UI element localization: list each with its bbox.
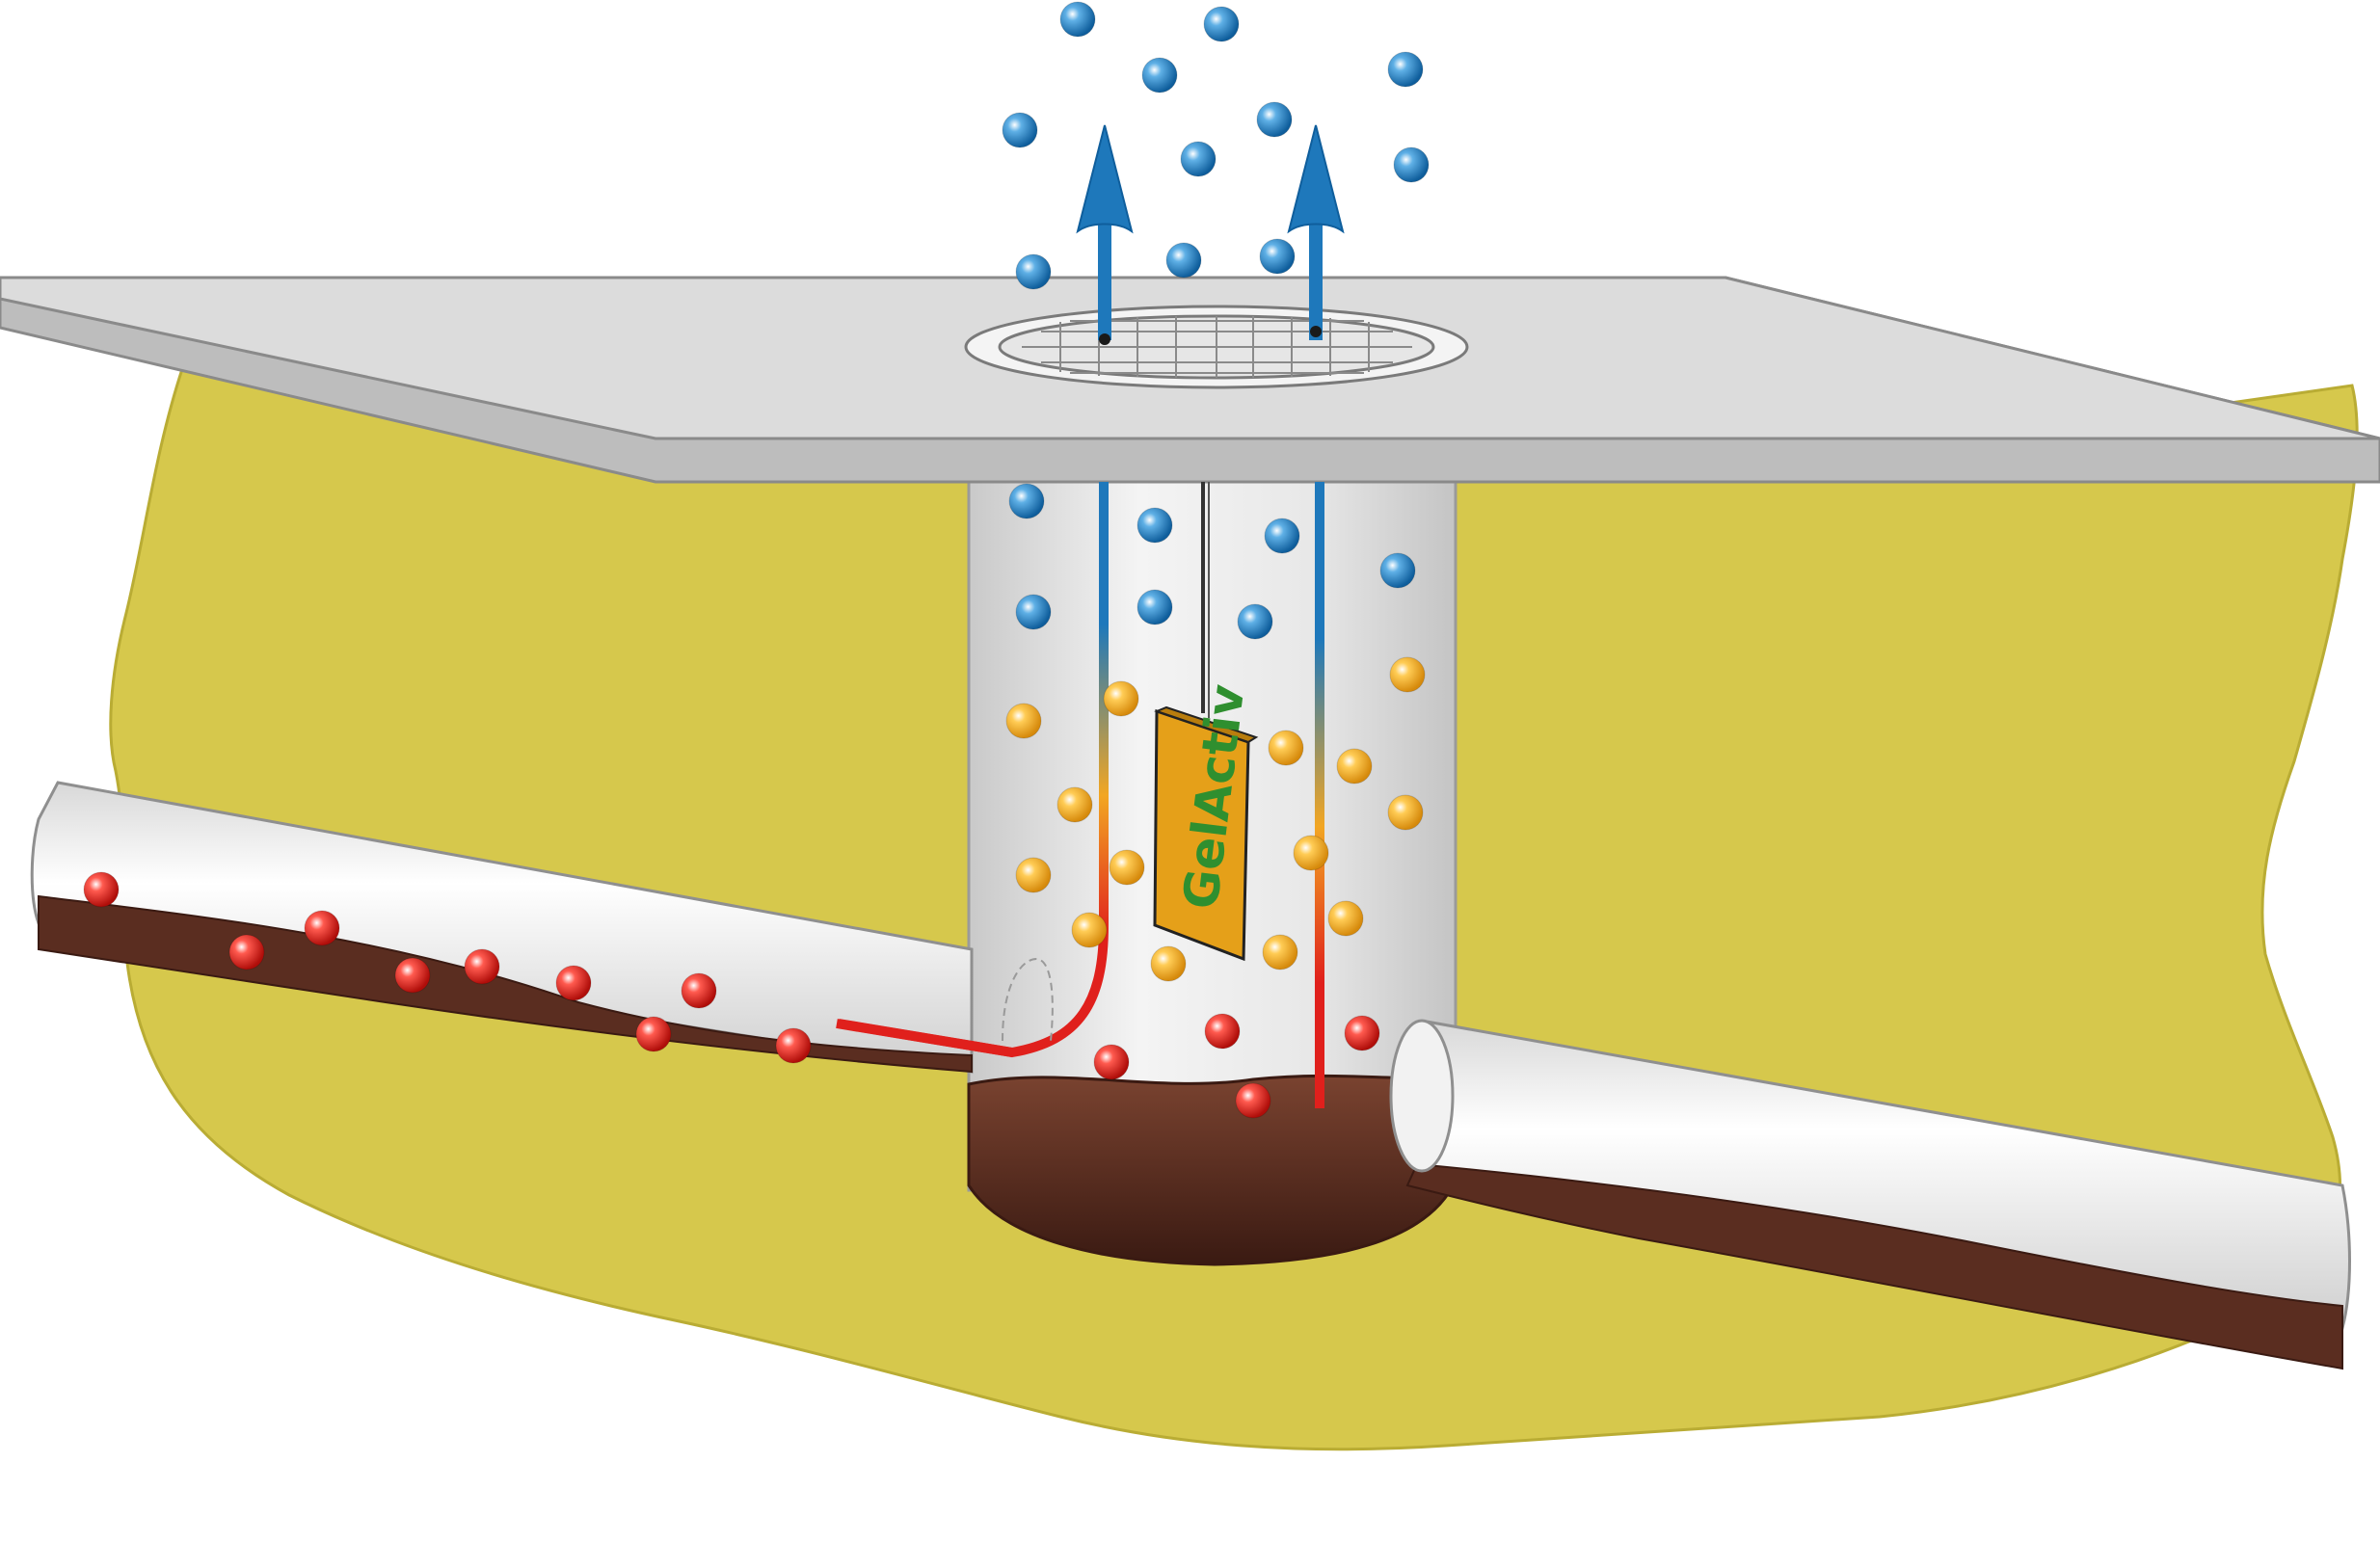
odor-particle <box>635 1016 672 1052</box>
inlet-pipe-sludge <box>38 894 973 1074</box>
neutral-particle <box>1141 57 1178 93</box>
neutral-particle <box>1002 112 1038 148</box>
active-particle <box>1103 680 1139 717</box>
outlet-pipe <box>1389 1019 2351 1370</box>
odor-particle <box>775 1027 812 1064</box>
active-particle <box>1071 912 1108 948</box>
neutral-particle <box>1015 253 1052 290</box>
active-particle <box>1005 703 1042 739</box>
neutral-particle <box>1237 603 1273 640</box>
neutral-particle <box>1264 518 1300 554</box>
odor-particle <box>228 934 265 970</box>
odor-particle <box>394 957 431 994</box>
odor-particle <box>1235 1082 1271 1119</box>
upward-arrow-icon <box>1076 124 1345 345</box>
flow-line-left-tail <box>836 1019 1013 1057</box>
shaft-sludge <box>967 1073 1457 1266</box>
odor-particle <box>1093 1044 1130 1080</box>
active-particle <box>1389 656 1426 693</box>
odor-particle <box>83 871 120 908</box>
odor-particle <box>681 972 717 1009</box>
active-particle <box>1268 730 1304 766</box>
odor-particle <box>1344 1015 1380 1051</box>
drop-outline <box>1002 957 1054 1042</box>
particles <box>83 1 1430 1119</box>
neutral-particle <box>1203 6 1240 42</box>
neutral-particle <box>1259 238 1296 275</box>
active-particle <box>1109 849 1145 886</box>
active-particle <box>1015 857 1052 893</box>
neutral-particle <box>1393 146 1430 183</box>
outlet-pipe-sludge <box>1405 1162 2343 1370</box>
manhole-grate-icon <box>964 305 1469 389</box>
neutral-particle <box>1059 1 1096 38</box>
active-particle <box>1262 934 1298 970</box>
neutral-particle <box>1008 483 1045 519</box>
active-particle <box>1056 786 1093 823</box>
odor-particle <box>304 910 340 946</box>
neutral-particle <box>1180 141 1217 177</box>
odor-particle <box>464 948 500 985</box>
neutral-particle <box>1256 101 1293 138</box>
gel-cartridge-icon: GelActiv <box>1153 482 1259 962</box>
flow-line-right <box>1315 482 1324 1108</box>
flow-line-left <box>838 482 1109 1058</box>
odor-particle <box>555 965 592 1001</box>
active-particle <box>1387 794 1424 831</box>
active-particle <box>1336 748 1373 784</box>
neutral-particle <box>1165 242 1202 279</box>
neutral-particle <box>1137 507 1173 544</box>
flow-lines <box>836 482 1324 1108</box>
neutral-particle <box>1379 552 1416 589</box>
active-particle <box>1327 900 1364 937</box>
neutral-particle <box>1015 594 1052 630</box>
neutral-particle <box>1137 589 1173 625</box>
active-particle <box>1293 835 1329 871</box>
odor-particle <box>1204 1013 1241 1050</box>
neutral-particle <box>1387 51 1424 88</box>
active-particle <box>1150 945 1187 982</box>
inlet-pipe <box>30 781 974 1074</box>
